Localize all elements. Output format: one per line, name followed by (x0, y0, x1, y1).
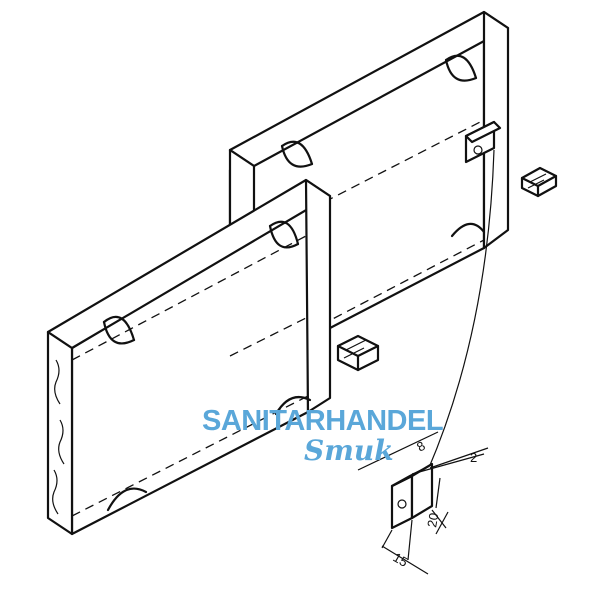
clip-right (520, 166, 558, 198)
bracket-detail (357, 431, 489, 575)
notch (106, 487, 148, 512)
dim-width: 15 (391, 550, 411, 570)
dim-top-offset: 2 (470, 450, 477, 465)
dim-depth: 8 (414, 438, 428, 455)
watermark-line2: Smuk (304, 434, 394, 467)
notch (280, 144, 314, 168)
clip-middle (336, 334, 380, 372)
leader-curve (427, 149, 495, 471)
notch (450, 222, 486, 238)
front-panel (46, 178, 332, 536)
watermark-line1: SANITARHANDEL (202, 405, 443, 437)
dim-height: 20 (424, 512, 441, 529)
bracket-on-panel (464, 120, 502, 164)
notch (102, 320, 136, 345)
notch (444, 58, 478, 82)
notch (268, 224, 300, 249)
